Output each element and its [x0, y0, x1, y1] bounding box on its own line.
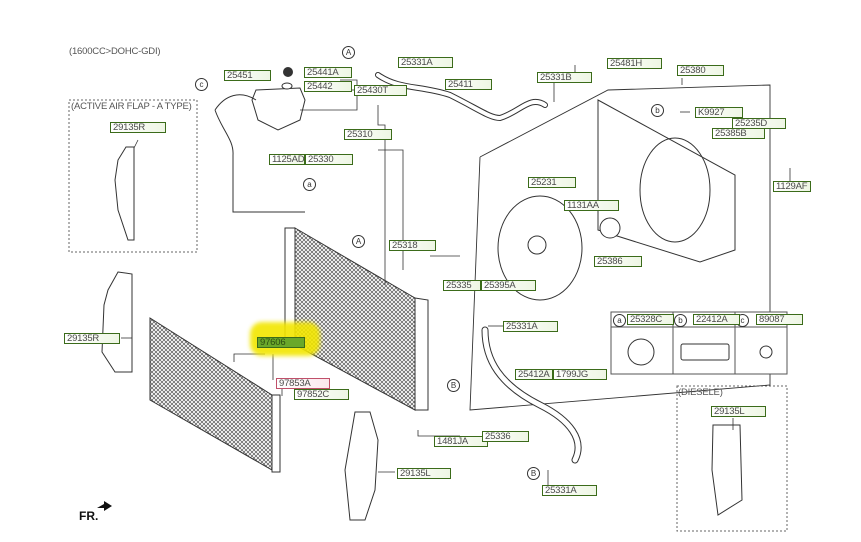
- part-label-K9927[interactable]: K9927: [695, 107, 743, 118]
- radiator-tank-right: [414, 297, 429, 411]
- part-label-25330[interactable]: 25330: [305, 154, 353, 165]
- part-label-25380[interactable]: 25380: [677, 65, 724, 76]
- part-label-25328C[interactable]: 25328C: [627, 314, 674, 325]
- symbol-c-clip-icon: [759, 345, 773, 359]
- part-label-97606[interactable]: 97606: [257, 337, 305, 348]
- active-air-flap-group-box: [68, 99, 198, 253]
- part-label-25331B[interactable]: 25331B: [537, 72, 592, 83]
- part-label-1481JA[interactable]: 1481JA: [434, 436, 488, 447]
- part-label-97853A[interactable]: 97853A: [276, 378, 330, 389]
- part-label-25336[interactable]: 25336: [482, 431, 529, 442]
- part-label-25318[interactable]: 25318: [389, 240, 436, 251]
- air-flap-part-right: [114, 146, 135, 241]
- part-label-25481H[interactable]: 25481H: [607, 58, 662, 69]
- reservoir-seal: [281, 82, 293, 90]
- callout-b: b: [651, 104, 664, 117]
- part-label-25386[interactable]: 25386: [594, 256, 642, 267]
- fan-shroud: [597, 99, 736, 263]
- part-label-29135R-flap[interactable]: 29135R: [110, 122, 166, 133]
- reservoir-tank: [251, 87, 306, 131]
- part-label-25331A-bottom[interactable]: 25331A: [542, 485, 597, 496]
- active-air-flap-title: (ACTIVE AIR FLAP - A TYPE): [71, 101, 192, 112]
- fan-motor: [599, 217, 621, 239]
- part-label-29135L[interactable]: 29135L: [397, 468, 451, 479]
- part-label-25451[interactable]: 25451: [224, 70, 271, 81]
- part-label-1131AA[interactable]: 1131AA: [564, 200, 619, 211]
- leader-lines: [121, 65, 791, 485]
- diesel-title: (DIESELE): [678, 387, 723, 398]
- callout-c: c: [195, 78, 208, 91]
- part-label-1799JG[interactable]: 1799JG: [553, 369, 607, 380]
- part-label-25310[interactable]: 25310: [344, 129, 392, 140]
- callout-A-top: A: [342, 46, 355, 59]
- reservoir-cap: [283, 67, 293, 77]
- diesel-air-guard: [711, 424, 743, 516]
- front-direction-arrow-icon: [97, 501, 112, 511]
- fan-assembly-frame: [469, 84, 771, 411]
- part-label-25331A-mid[interactable]: 25331A: [503, 321, 558, 332]
- part-label-25331A-top[interactable]: 25331A: [398, 57, 453, 68]
- shroud-fan-ring: [639, 137, 711, 243]
- callout-b-table: b: [674, 314, 687, 327]
- part-label-29135L-diesel[interactable]: 29135L: [711, 406, 766, 417]
- upper-hose-inner: [376, 73, 547, 121]
- fan-hub: [527, 235, 547, 255]
- callout-B-hose: B: [527, 467, 540, 480]
- part-label-25411[interactable]: 25411: [445, 79, 492, 90]
- part-label-89087[interactable]: 89087: [756, 314, 803, 325]
- part-label-25385B[interactable]: 25385B: [712, 128, 765, 139]
- part-label-1125AD[interactable]: 1125AD: [269, 154, 305, 165]
- part-label-25441A[interactable]: 25441A: [304, 67, 352, 78]
- side-air-guard: [344, 411, 379, 521]
- engine-note: (1600CC>DOHC-GDI): [69, 46, 161, 57]
- callout-A-radiator: A: [352, 235, 365, 248]
- part-label-1129AF[interactable]: 1129AF: [773, 181, 811, 192]
- callout-a-table: a: [613, 314, 626, 327]
- part-label-25442[interactable]: 25442: [304, 81, 352, 92]
- symbol-b-warning-icon: [680, 343, 730, 361]
- diesel-group-box: [676, 385, 788, 532]
- part-label-25335[interactable]: 25335: [443, 280, 481, 291]
- part-label-22412A[interactable]: 22412A: [693, 314, 740, 325]
- symbol-a-cap-icon: [627, 338, 655, 366]
- air-flap-part-left: [101, 271, 133, 373]
- condenser-receiver: [271, 394, 281, 473]
- callout-a: a: [303, 178, 316, 191]
- part-label-25430T[interactable]: 25430T: [354, 85, 407, 96]
- part-label-29135R-left[interactable]: 29135R: [64, 333, 120, 344]
- part-label-25395A[interactable]: 25395A: [481, 280, 536, 291]
- part-label-25231[interactable]: 25231: [528, 177, 576, 188]
- overflow-hose: [214, 94, 305, 213]
- part-label-97852C[interactable]: 97852C: [294, 389, 349, 400]
- front-marker-label: FR.: [79, 509, 99, 523]
- part-label-25412A[interactable]: 25412A: [515, 369, 553, 380]
- lower-hose-inner: [482, 327, 581, 463]
- callout-B-radiator: B: [447, 379, 460, 392]
